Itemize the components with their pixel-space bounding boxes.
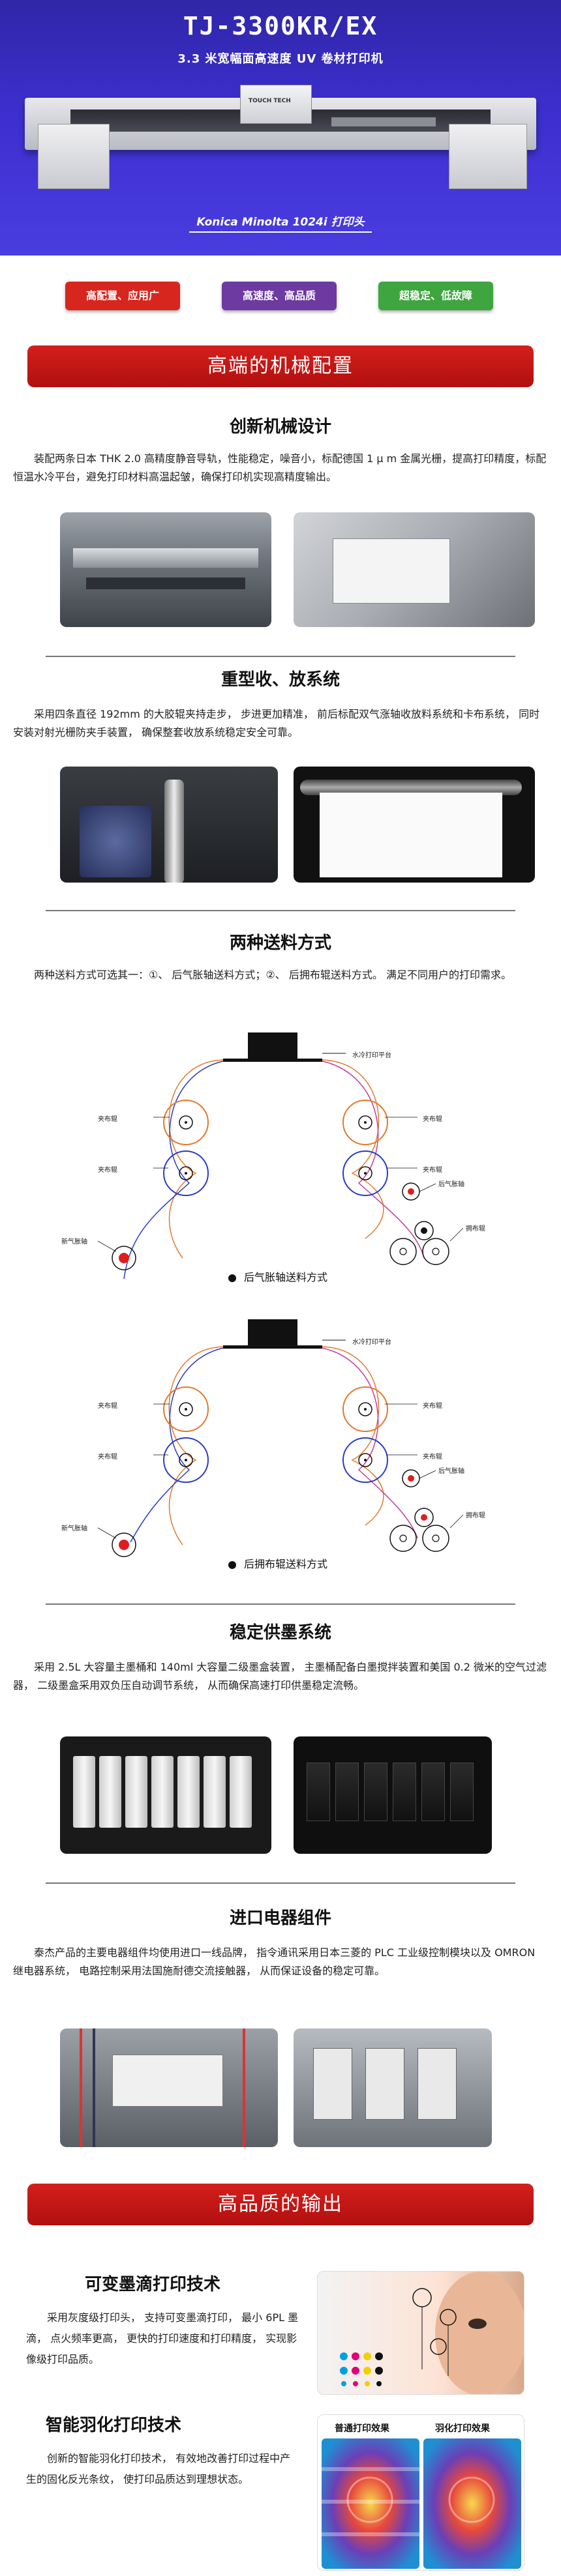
relay-photo [294,2028,492,2147]
section-banner-quality: 高品质的输出 [27,2184,534,2225]
mech-text: 装配两条日本 THK 2.0 高精度静音导轨，性能稳定，噪音小，标配德国 1 μ… [13,452,547,483]
label-new-airshaft: 新气胀轴 [61,1238,87,1246]
caption-cloth-roller-text: 后拥布辊送料方式 [244,1558,328,1570]
elec-text: 泰杰产品的主要电器组件均使用进口一线品牌， 指令通讯采用日本三菱的 PLC 工业… [13,1946,536,1977]
section-divider [46,656,515,657]
mech-title: 创新机械设计 [229,417,331,437]
printer-logo: TOUCH TECH [249,98,291,104]
badge-config: 高配置、应用广 [65,282,180,310]
label-cloth-roller: 拥布辊 [466,1225,485,1233]
section-banner-mechanical: 高端的机械配置 [27,345,534,387]
feather-title: 智能羽化打印技术 [46,2416,182,2435]
variable-drop-svg [340,2272,524,2394]
label-airshaft: 后气胀轴 [438,1468,464,1475]
ink-title: 稳定供墨系统 [229,1623,331,1643]
label-platform: 水冷打印平台 [352,1339,391,1346]
label-clamp-l2: 夹布辊 [98,1167,117,1174]
feed-title: 两种送料方式 [229,933,331,953]
label-airshaft: 后气胀轴 [438,1181,464,1188]
roll-text: 采用四条直径 192mm 的大胶辊夹持走步， 步进更加精准， 前后标配双气涨轴收… [13,708,540,739]
feed-diagram-cloth-roller: 水冷打印平台 夹布辊 夹布辊 夹布辊 夹布辊 后气胀轴 新气胀轴 拥布辊 后拥布… [0,1310,561,1597]
ink-cartridge-photo [294,1736,492,1854]
elec-title: 进口电器组件 [229,1909,331,1928]
tag-feather: 羽化打印效果 [435,2423,490,2434]
section-divider [46,910,515,911]
feather-compare-image: 普通打印效果 羽化打印效果 [317,2414,524,2571]
label-clamp-r2: 夹布辊 [423,1167,442,1174]
tag-normal: 普通打印效果 [335,2423,389,2434]
rail-photo [60,512,271,627]
feather-rose-svg [322,2438,521,2569]
caption-underline [189,231,372,233]
roller-photo [60,767,278,883]
badge-speed: 高速度、高品质 [222,282,337,310]
label-clamp-r2: 夹布辊 [423,1454,442,1461]
caption-cloth-roller: 后拥布辊送料方式 [228,1555,327,1571]
label-clamp-l1: 夹布辊 [98,1403,117,1410]
section-divider [46,1603,515,1605]
label-clamp-l2: 夹布辊 [98,1454,117,1461]
label-clamp-r1: 夹布辊 [423,1403,442,1410]
section-divider [46,1882,515,1884]
caption-airshaft-text: 后气胀轴送料方式 [244,1271,328,1283]
variable-text: 采用灰度级打印头， 支持可变墨滴打印， 最小 6PL 墨滴， 点火频率更高， 更… [26,2311,299,2365]
label-cloth-roller: 拥布辊 [466,1512,485,1519]
badge-stable: 超稳定、低故障 [378,282,493,310]
printhead-caption: Konica Minolta 1024i 打印头 [196,216,365,229]
feather-text: 创新的智能羽化打印技术， 有效地改善打印过程中产生的固化反光条纹， 使打印品质达… [26,2452,291,2485]
platform-photo [294,512,535,627]
label-platform: 水冷打印平台 [352,1052,391,1059]
printer-illustration: TOUCH TECH [25,72,536,196]
product-subtitle: 3.3 米宽幅面高速度 UV 卷材打印机 [177,52,384,66]
feed-diagram-cloth-roller-svg [97,1319,464,1557]
label-clamp-r1: 夹布辊 [423,1116,442,1123]
caption-airshaft: 后气胀轴送料方式 [228,1268,327,1284]
ink-text: 采用 2.5L 大容量主墨桶和 140ml 大容量二级墨盒装置， 主墨桶配备白墨… [13,1661,547,1691]
paper-roll-photo [294,767,535,883]
hero-banner: TJ-3300KR/EX 3.3 米宽幅面高速度 UV 卷材打印机 TOUCH … [0,0,561,256]
feed-diagram-airshaft: 水冷打印平台 夹布辊 夹布辊 夹布辊 夹布辊 后气胀轴 新气胀轴 拥布辊 后气胀… [0,1023,561,1310]
ink-tanks-photo [60,1736,271,1854]
feature-badges: 高配置、应用广 高速度、高品质 超稳定、低故障 [0,282,561,310]
feed-text: 两种送料方式可选其一：①、 后气胀轴送料方式；②、 后拥布辊送料方式。 满足不同… [34,969,511,981]
variable-title: 可变墨滴打印技术 [85,2275,221,2294]
variable-drop-image [317,2271,524,2395]
roll-title: 重型收、放系统 [220,670,340,690]
label-clamp-l1: 夹布辊 [98,1116,117,1123]
plc-photo [60,2028,278,2147]
feed-diagram-airshaft-svg [97,1032,464,1280]
product-title: TJ-3300KR/EX [183,12,378,40]
label-new-airshaft: 新气胀轴 [61,1525,87,1532]
